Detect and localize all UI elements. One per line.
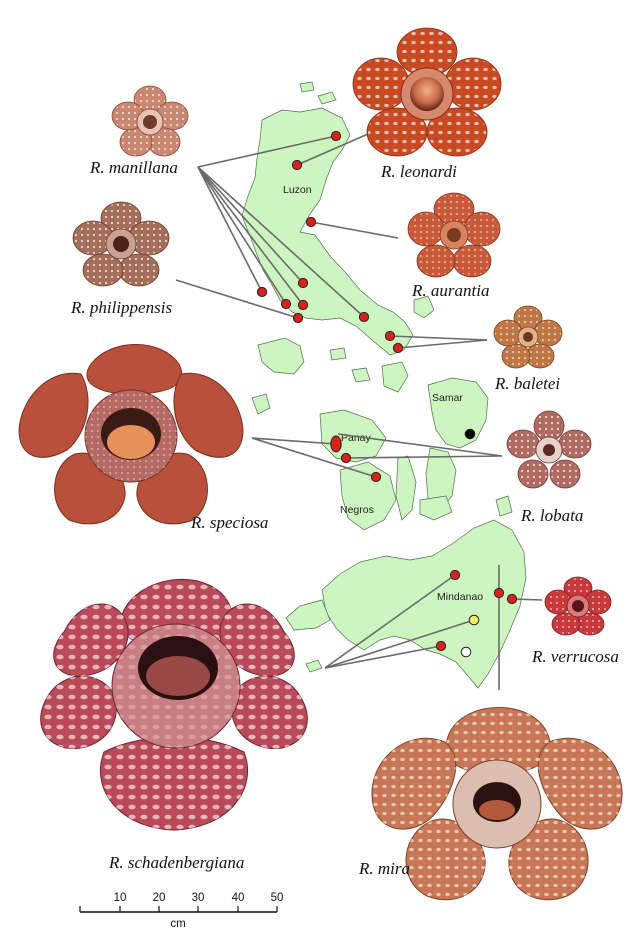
marker-red	[392, 342, 404, 354]
island-samar	[427, 377, 489, 449]
flower-verrucosa	[544, 576, 612, 636]
species-labels: R. manillana R. leonardi R. philippensis…	[70, 158, 619, 878]
label-species-lobata: R. lobata	[520, 506, 583, 525]
marker-red	[292, 312, 304, 324]
flower-baletei	[493, 305, 563, 369]
flower-manillana	[111, 85, 189, 157]
marker-red	[370, 471, 382, 483]
flower-aurantia	[407, 192, 501, 278]
marker-red	[256, 286, 268, 298]
marker-red	[305, 216, 317, 228]
marker-black	[464, 428, 476, 440]
island-luzon	[241, 107, 414, 356]
island-bohol	[419, 495, 453, 521]
flower-mira	[371, 707, 623, 901]
marker-red	[506, 593, 518, 605]
label-species-manillana: R. manillana	[89, 158, 178, 177]
leader-lines	[175, 133, 543, 690]
label-mindanao: Mindanao	[437, 591, 483, 603]
flower-lobata	[506, 410, 592, 489]
scale-bar: 10 20 30 40 50 cm	[79, 892, 284, 930]
marker-red	[435, 640, 447, 652]
marker-red	[291, 159, 303, 171]
label-species-leonardi: R. leonardi	[380, 162, 457, 181]
marker-red	[358, 311, 370, 323]
island-small-1	[413, 295, 435, 319]
flower-schadenbergiana	[40, 578, 308, 831]
island-mindanao	[321, 519, 527, 689]
label-species-aurantia: R. aurantia	[411, 281, 489, 300]
scale-unit: cm	[170, 918, 185, 930]
marker-red	[449, 569, 461, 581]
marker-red	[330, 435, 342, 453]
marker-red	[280, 298, 292, 310]
flower-leonardi	[352, 27, 502, 157]
island-marinduque	[329, 347, 347, 361]
marker-red	[297, 277, 309, 289]
flower-speciosa	[18, 344, 244, 525]
label-species-philippensis: R. philippensis	[70, 298, 172, 317]
flower-philippensis	[72, 201, 170, 287]
scale-tick-50: 50	[271, 892, 284, 904]
island-sibuyan	[351, 367, 371, 383]
island-small-3	[299, 81, 315, 93]
scale-tick-20: 20	[153, 892, 166, 904]
marker-red	[330, 130, 342, 142]
marker-yellow	[468, 614, 480, 626]
marker-red	[340, 452, 352, 464]
island-sulu-2	[305, 659, 323, 673]
marker-red	[493, 587, 505, 599]
marker-red	[384, 330, 396, 342]
island-negros	[339, 461, 397, 531]
locality-markers	[256, 130, 518, 658]
marker-white	[460, 646, 472, 658]
scale-tick-40: 40	[232, 892, 245, 904]
label-samar: Samar	[432, 392, 463, 404]
island-small-2	[317, 91, 337, 105]
label-species-speciosa: R. speciosa	[190, 513, 268, 532]
label-species-baletei: R. baletei	[494, 374, 560, 393]
island-cebu	[395, 455, 417, 521]
island-masbate	[381, 361, 409, 393]
label-species-verrucosa: R. verrucosa	[531, 647, 619, 666]
island-palawan	[251, 393, 271, 415]
label-species-mira: R. mira	[358, 859, 410, 878]
marker-red	[297, 299, 309, 311]
island-zamboanga	[285, 599, 331, 631]
label-species-schadenbergiana: R. schadenbergiana	[108, 853, 244, 872]
island-dinagat	[495, 495, 513, 517]
label-luzon: Luzon	[283, 184, 312, 196]
island-mindoro	[257, 337, 305, 375]
scale-tick-30: 30	[192, 892, 205, 904]
label-negros: Negros	[340, 504, 374, 516]
scale-tick-10: 10	[114, 892, 127, 904]
